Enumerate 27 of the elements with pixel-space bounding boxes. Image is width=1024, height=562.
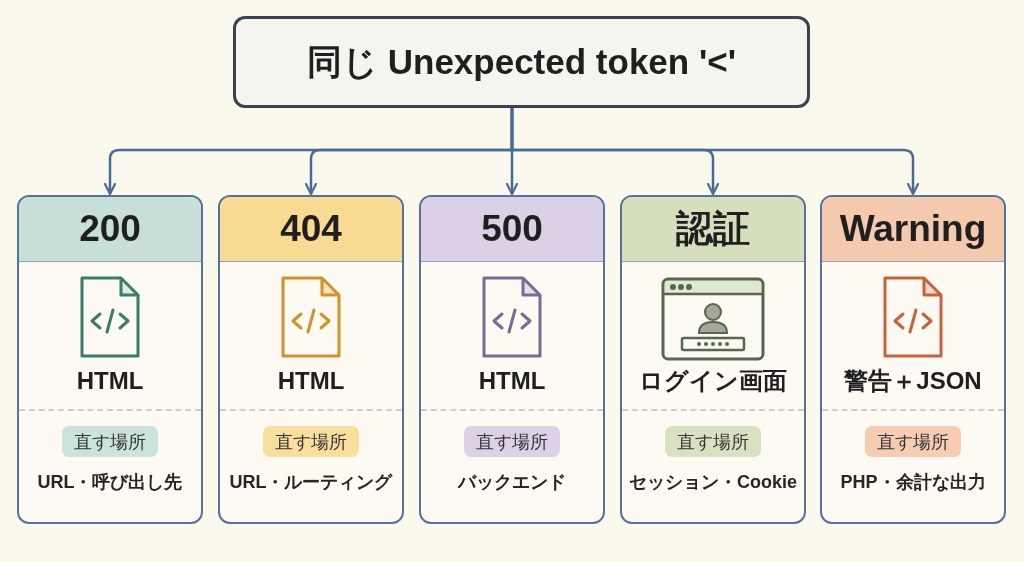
label-badge: 直す場所: [665, 426, 761, 457]
card-header: Warning: [822, 197, 1004, 262]
label-badge: 直す場所: [263, 426, 359, 457]
result-label: 警告＋JSON: [844, 368, 982, 395]
result-label: HTML: [478, 368, 546, 395]
card-header: 404: [220, 197, 402, 262]
fix-location-text: セッション・Cookie: [629, 473, 797, 493]
fix-location-text: URL・呼び出し先: [37, 473, 183, 493]
fix-location-text: バックエンド: [458, 473, 566, 493]
title-box: 同じ Unexpected token '<': [233, 16, 810, 108]
fix-location-text: URL・ルーティング: [229, 473, 393, 493]
card-header: 200: [19, 197, 201, 262]
card-header: 認証: [622, 197, 804, 262]
status-card: [620, 195, 806, 524]
label-badge: 直す場所: [62, 426, 158, 457]
label-badge: 直す場所: [464, 426, 560, 457]
status-card: [218, 195, 404, 524]
result-label: ログイン画面: [639, 368, 787, 395]
result-label: HTML: [277, 368, 345, 395]
result-label: HTML: [76, 368, 144, 395]
status-card: [820, 195, 1006, 524]
status-card: [419, 195, 605, 524]
card-header: 500: [421, 197, 603, 262]
label-badge: 直す場所: [865, 426, 961, 457]
arrow: [510, 108, 920, 196]
fix-location-text: PHP・余計な出力: [840, 473, 986, 493]
status-card: [17, 195, 203, 524]
